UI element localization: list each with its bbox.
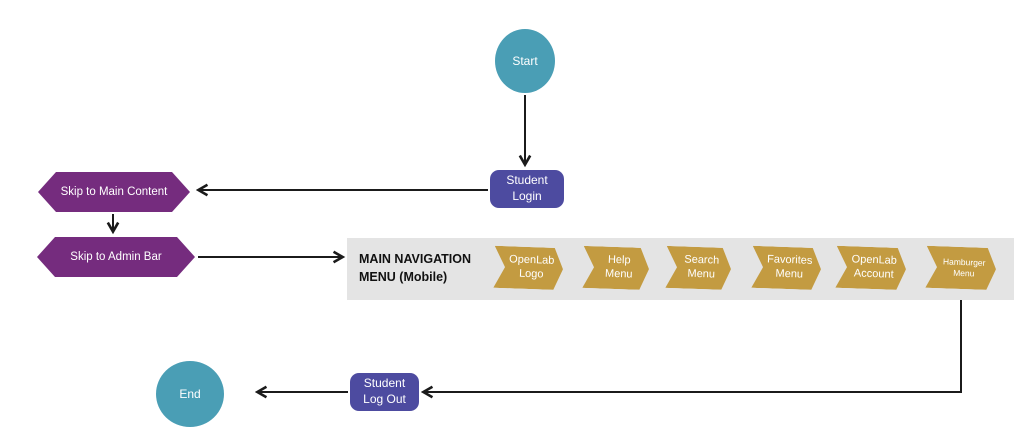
menu-item-label: OpenLab Account bbox=[851, 253, 898, 281]
end-node-label: End bbox=[179, 387, 201, 401]
menu-item-help-menu: Help Menu bbox=[582, 246, 649, 290]
menu-item-hamburger-menu: Hamburger Menu bbox=[925, 246, 996, 290]
menu-item-search-menu: Search Menu bbox=[665, 246, 731, 290]
menu-item-label: OpenLab Logo bbox=[508, 253, 555, 281]
student-login-label: Student Login bbox=[506, 173, 548, 203]
start-node: Start bbox=[495, 29, 555, 93]
start-node-label: Start bbox=[512, 54, 538, 68]
menu-item-openlab-account: OpenLab Account bbox=[835, 246, 906, 290]
menu-item-label: Favorites Menu bbox=[766, 253, 813, 281]
end-node: End bbox=[156, 361, 224, 427]
student-login-node: Student Login bbox=[490, 170, 564, 208]
nav-bar-title: MAIN NAVIGATION MENU (Mobile) bbox=[359, 252, 472, 284]
menu-item-label: Hamburger Menu bbox=[942, 256, 986, 279]
connector-hamburger-to-logout bbox=[424, 289, 962, 392]
menu-item-label: Help Menu bbox=[604, 253, 633, 281]
skip-to-main-content-node: Skip to Main Content bbox=[38, 172, 190, 212]
student-logout-node: Student Log Out bbox=[350, 373, 419, 411]
skip-to-admin-bar-node: Skip to Admin Bar bbox=[37, 237, 195, 277]
student-logout-label: Student Log Out bbox=[363, 376, 406, 406]
menu-item-favorites-menu: Favorites Menu bbox=[751, 246, 821, 290]
menu-item-openlab-logo: OpenLab Logo bbox=[493, 246, 563, 290]
main-navigation-bar: MAIN NAVIGATION MENU (Mobile) OpenLab Lo… bbox=[347, 238, 1014, 300]
skip-to-main-content-label: Skip to Main Content bbox=[60, 186, 168, 198]
skip-to-admin-bar-label: Skip to Admin Bar bbox=[70, 251, 162, 263]
menu-item-label: Search Menu bbox=[684, 253, 720, 281]
